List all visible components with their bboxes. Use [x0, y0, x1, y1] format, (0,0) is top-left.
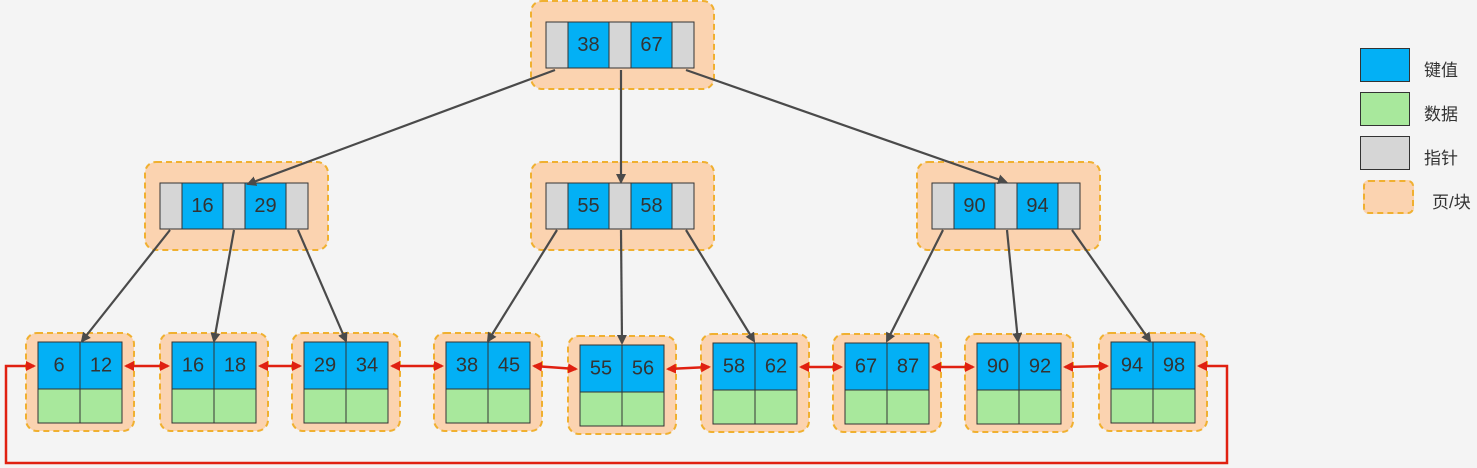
leaf-node-0-data-cell	[79, 388, 123, 424]
internal-edge-0-1	[210, 229, 236, 343]
leaf-node-5-key-label: 58	[723, 356, 745, 378]
leaf-node-5-data-cell	[754, 389, 798, 425]
internal-node-0-key-cell	[181, 182, 224, 230]
internal-edge-2-2	[1071, 229, 1152, 343]
internal-node-2-pointer-cell	[931, 182, 955, 230]
root-node-key-label: 38	[577, 34, 599, 56]
root-node-key-label: 67	[640, 34, 662, 56]
internal-node-0-key-label: 16	[191, 195, 213, 217]
leaf-node-6-key-label: 87	[897, 356, 919, 378]
internal-node-1-pointer-cell	[671, 182, 695, 230]
leaf-node-1-data-cell	[213, 388, 257, 424]
leaf-node-5-key-label: 62	[765, 356, 787, 378]
leaf-link-7	[1063, 361, 1109, 372]
data-swatch	[1360, 92, 1410, 126]
leaf-node-6-data-cell	[844, 389, 888, 425]
legend-item-key: 键值	[1360, 48, 1470, 92]
leaf-node-0-key-label: 6	[53, 355, 64, 377]
internal-node-2-key-label: 94	[1026, 195, 1048, 217]
internal-edge-2-1	[1005, 229, 1023, 343]
leaf-node-8-key-label: 98	[1163, 355, 1185, 377]
leaf-node-1-key-label: 18	[224, 355, 246, 377]
leaf-node-1-key-label: 16	[182, 355, 204, 377]
leaf-node-2-key-label: 29	[314, 355, 336, 377]
leaf-node-5-data-cell	[712, 389, 756, 425]
leaf-node-0-data-cell	[37, 388, 81, 424]
internal-node-1-pointer-cell	[545, 182, 569, 230]
leaf-node-2-key-label: 34	[356, 355, 378, 377]
leaf-node-1-data-cell	[171, 388, 215, 424]
internal-node-0-key-label: 29	[254, 195, 276, 217]
root-node-pointer-cell	[671, 21, 695, 69]
leaf-wrap-link	[4, 361, 1229, 465]
leaf-node-3-key-label: 45	[498, 355, 520, 377]
leaf-node-4-data-cell	[579, 391, 623, 427]
leaf-node-7-data-cell	[1018, 389, 1062, 425]
legend-label-data: 数据	[1424, 105, 1458, 124]
legend: 键值 数据 指针 页/块	[1360, 48, 1471, 224]
key-swatch	[1360, 48, 1410, 82]
internal-node-2-key-cell	[953, 182, 996, 230]
page-swatch	[1363, 180, 1414, 214]
internal-edge-0-2	[296, 229, 348, 343]
leaf-node-3-data-cell	[487, 388, 531, 424]
internal-edge-1-2	[685, 229, 756, 343]
legend-item-data: 数据	[1360, 92, 1470, 136]
leaf-node-3-key-label: 38	[456, 355, 478, 377]
root-edge-0	[246, 68, 556, 186]
legend-label-page: 页/块	[1432, 193, 1471, 212]
leaf-node-7-data-cell	[976, 389, 1020, 425]
legend-item-pointer: 指针	[1360, 136, 1470, 180]
leaf-node-2-data-cell	[345, 388, 389, 424]
leaf-node-4-data-cell	[621, 391, 665, 427]
leaf-node-2-data-cell	[303, 388, 347, 424]
internal-node-1-key-label: 58	[640, 195, 662, 217]
leaf-node-4-key-label: 55	[590, 358, 612, 380]
internal-edge-1-1	[616, 229, 627, 345]
legend-label-key: 键值	[1424, 61, 1458, 80]
leaf-node-7-key-label: 92	[1029, 356, 1051, 378]
leaf-node-3-data-cell	[445, 388, 489, 424]
legend-label-pointer: 指针	[1424, 149, 1458, 168]
internal-node-2-pointer-cell	[1057, 182, 1081, 230]
internal-node-1-key-label: 55	[577, 195, 599, 217]
leaf-node-6-data-cell	[886, 389, 930, 425]
leaf-node-8-data-cell	[1110, 388, 1154, 424]
internal-node-1-pointer-cell	[608, 182, 632, 230]
leaf-node-8-data-cell	[1152, 388, 1196, 424]
leaf-node-7-key-label: 90	[987, 356, 1009, 378]
internal-node-2-pointer-cell	[994, 182, 1018, 230]
internal-edge-1-0	[486, 229, 558, 343]
internal-node-2-key-cell	[1016, 182, 1059, 230]
leaf-node-0-key-label: 12	[90, 355, 112, 377]
leaf-node-4-key-label: 56	[632, 358, 654, 380]
internal-node-1-key-cell	[567, 182, 610, 230]
root-edge-2	[685, 68, 1008, 185]
leaf-node-8-key-label: 94	[1121, 355, 1143, 377]
internal-edge-0-0	[80, 229, 171, 343]
internal-node-2-key-label: 90	[963, 195, 985, 217]
internal-node-0-pointer-cell	[222, 182, 246, 230]
internal-edge-2-0	[886, 229, 944, 343]
root-node-pointer-cell	[608, 21, 632, 69]
legend-item-page: 页/块	[1360, 180, 1471, 224]
internal-node-0-pointer-cell	[285, 182, 309, 230]
leaf-node-6-key-label: 67	[855, 356, 877, 378]
root-node-pointer-cell	[545, 21, 569, 69]
pointer-swatch	[1360, 136, 1410, 170]
internal-node-0-pointer-cell	[159, 182, 183, 230]
